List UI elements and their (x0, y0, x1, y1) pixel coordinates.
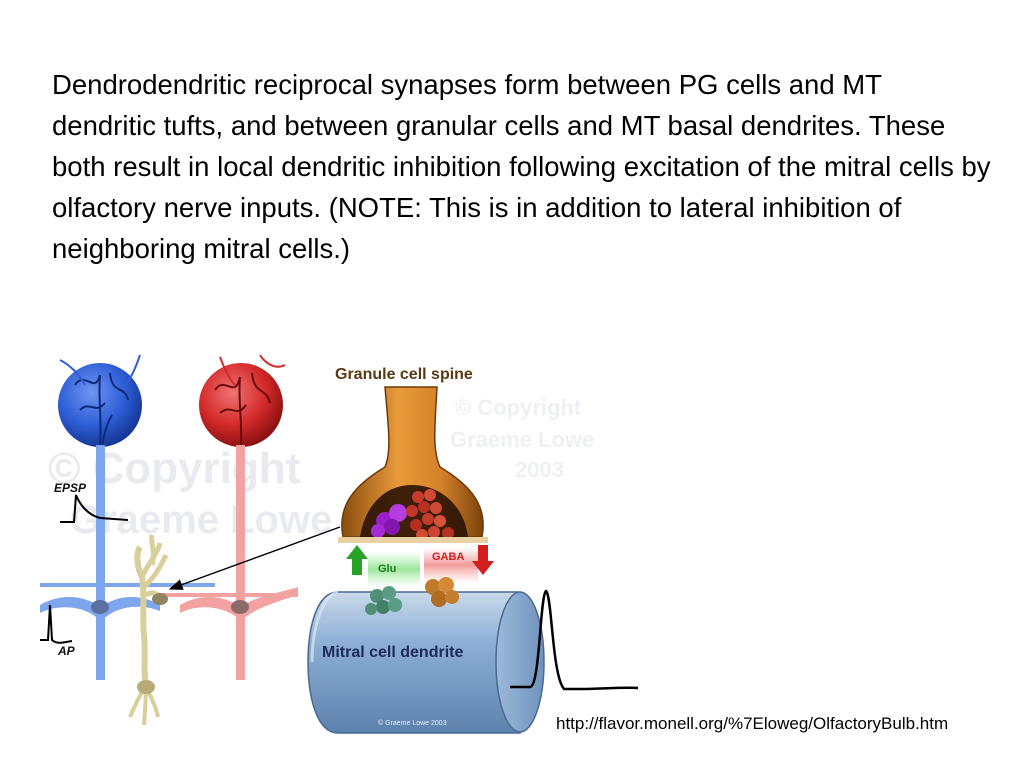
ap-trace-cylinder (510, 589, 639, 691)
small-watermark: © Graeme Lowe 2003 (378, 719, 447, 727)
glu-label: Glu (378, 563, 396, 575)
glu-release: Glu (346, 545, 420, 587)
up-arrow-icon (346, 545, 368, 575)
red-mitral-cell (160, 355, 298, 680)
glutamate-vesicles (371, 504, 407, 538)
pointer-arrow (168, 526, 341, 590)
ap-trace: AP (40, 604, 76, 658)
mitral-dendrite-label: Mitral cell dendrite (322, 644, 463, 661)
granule-spine-label: Granule cell spine (335, 366, 473, 383)
mitral-dendrite-cylinder (307, 590, 545, 734)
ap-label: AP (57, 644, 76, 658)
svg-text:Graeme Lowe: Graeme Lowe (450, 427, 594, 452)
gaba-vesicles (406, 489, 454, 541)
granule-cell (128, 534, 169, 726)
epsp-label: EPSP (54, 481, 87, 495)
neurons-panel: © Copyright Graeme Lowe (40, 355, 332, 726)
synapse-figure: © Copyright Graeme Lowe (40, 355, 639, 734)
synapse-closeup: © Copyright Graeme Lowe 2003 Granule cel… (307, 366, 639, 734)
epsp-trace: EPSP (54, 481, 129, 523)
glutamate-receptors (365, 586, 402, 615)
down-arrow-icon (472, 545, 494, 575)
gaba-receptors (425, 577, 459, 607)
svg-text:© Copyright: © Copyright (455, 395, 582, 420)
svg-text:Graeme Lowe: Graeme Lowe (70, 498, 332, 542)
source-url-link[interactable]: http://flavor.monell.org/%7Eloweg/Olfact… (556, 714, 949, 733)
gaba-label: GABA (432, 551, 464, 563)
gaba-release: GABA (424, 545, 494, 583)
svg-text:2003: 2003 (515, 457, 564, 482)
blue-mitral-cell (40, 355, 215, 680)
slide-body-text: Dendrodendritic reciprocal synapses form… (52, 69, 991, 264)
svg-text:© Copyright: © Copyright (48, 444, 301, 493)
